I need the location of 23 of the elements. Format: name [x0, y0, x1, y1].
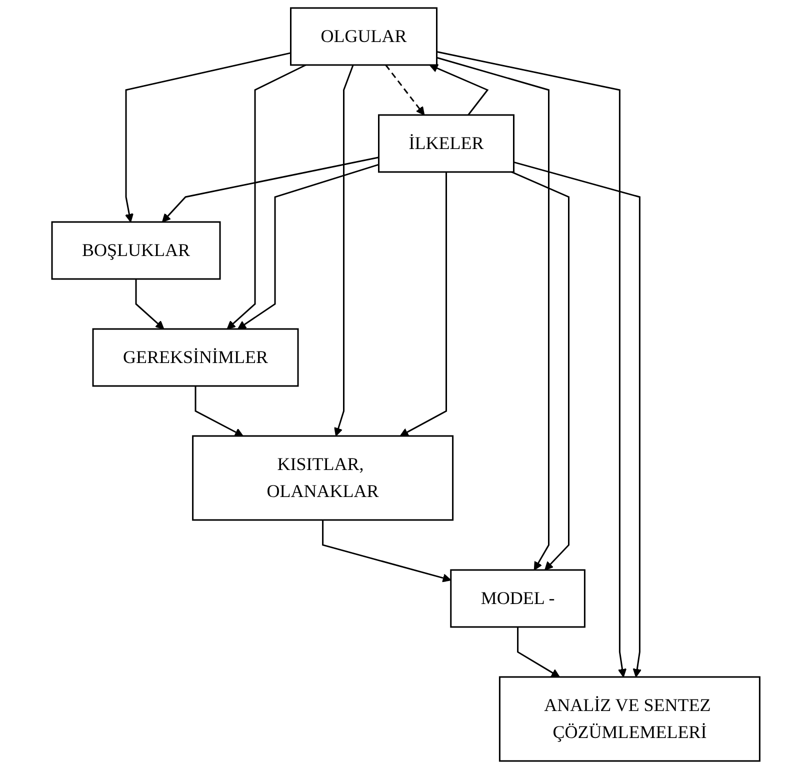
arrow: [237, 164, 379, 330]
node-box: ANALİZ VE SENTEZ ÇÖZÜMLEMELERİ: [498, 676, 760, 762]
arrow: [399, 172, 447, 436]
arrow: [436, 56, 550, 570]
node-box: OLGULAR: [290, 7, 438, 66]
arrow: [384, 64, 424, 116]
arrow: [436, 51, 626, 678]
node-box: MODEL -: [450, 569, 586, 628]
node-box: GEREKSİNİMLER: [92, 328, 298, 387]
arrow: [124, 52, 291, 222]
node-box: KISITLAR, OLANAKLAR: [192, 435, 454, 521]
arrow: [428, 64, 488, 116]
arrow: [322, 520, 451, 582]
arrow: [226, 64, 306, 330]
arrow: [134, 279, 164, 330]
arrow: [194, 386, 244, 436]
node-box: BOŞLUKLAR: [50, 221, 220, 280]
arrow: [516, 626, 560, 678]
arrow: [334, 64, 354, 436]
node-box: İLKELER: [378, 114, 514, 173]
arrow: [513, 161, 642, 678]
arrow: [162, 156, 379, 222]
arrow: [510, 171, 570, 570]
